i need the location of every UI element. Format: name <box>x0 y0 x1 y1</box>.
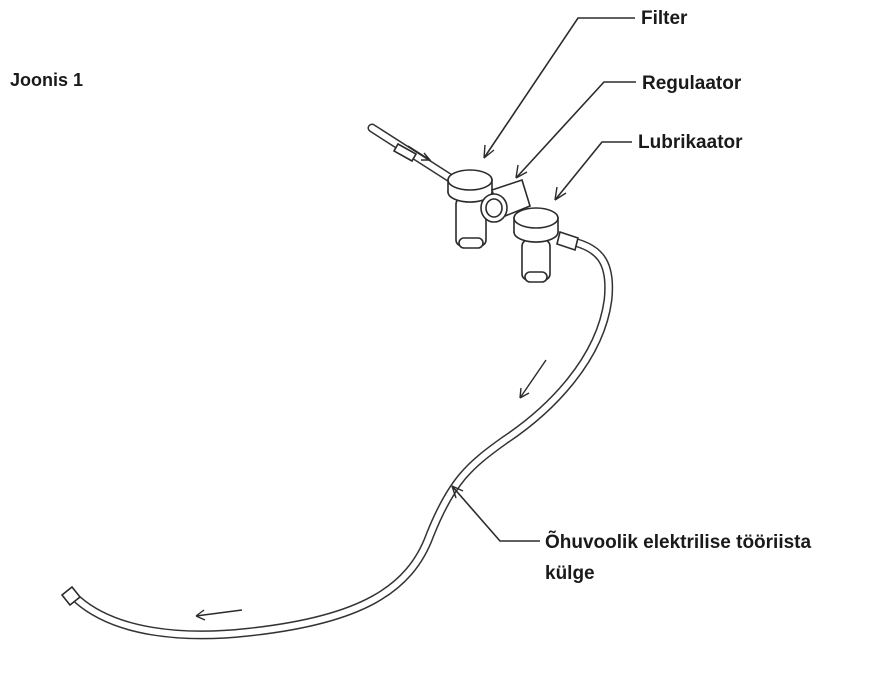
flow-arrow-down <box>519 359 547 399</box>
hose-leader <box>451 485 540 542</box>
inlet-pipe <box>367 123 455 183</box>
hose-leader-arrow <box>451 485 464 499</box>
lubricator-leader <box>554 141 632 201</box>
lubricator-label: Lubrikaator <box>638 132 743 153</box>
regulator-leader-arrow <box>515 164 528 179</box>
lubricator-unit <box>513 207 559 283</box>
filter-label: Filter <box>641 8 688 29</box>
filter-leader-arrow <box>483 144 495 159</box>
hose-label-line1: Õhuvoolik elektrilise tööriista <box>545 531 812 553</box>
hose-label-line2: külge <box>545 563 595 584</box>
lubricator-leader-arrow <box>554 186 567 201</box>
figure-title: Joonis 1 <box>10 70 83 90</box>
filter-leader <box>483 17 635 159</box>
filter-unit <box>447 169 493 249</box>
air-hose <box>60 230 614 640</box>
flow-arrow-left <box>195 609 243 621</box>
regulator-leader <box>515 81 636 179</box>
regulator-unit <box>480 178 531 223</box>
regulator-label: Regulaator <box>642 73 742 94</box>
